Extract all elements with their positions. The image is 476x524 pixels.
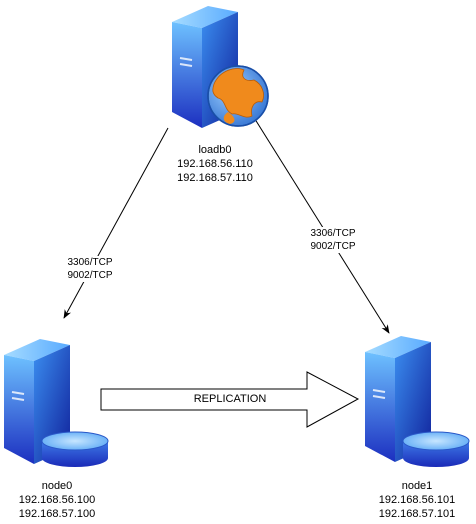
edge-loadb0-node1 bbox=[252, 115, 390, 334]
node0-label: node0 192.168.56.100 192.168.57.100 bbox=[2, 479, 112, 521]
node1-ip1: 192.168.56.101 bbox=[378, 494, 456, 506]
edge-label-loadb0-node0-line2: 9002/TCP bbox=[67, 270, 113, 281]
node0-ip2: 192.168.57.100 bbox=[18, 508, 96, 520]
loadb0-name: loadb0 bbox=[198, 144, 232, 156]
node1-label: node1 192.168.56.101 192.168.57.101 bbox=[362, 479, 472, 521]
node1-server-icon bbox=[365, 336, 431, 462]
node1-name: node1 bbox=[401, 480, 433, 492]
node1-ip2: 192.168.57.101 bbox=[378, 508, 456, 520]
node0-database-icon bbox=[41, 431, 109, 467]
edge-label-loadb0-node1: 3306/TCP 9002/TCP bbox=[307, 227, 359, 253]
loadb0-ip1: 192.168.56.110 bbox=[177, 158, 253, 170]
edge-loadb0-node0 bbox=[63, 127, 169, 319]
edge-label-loadb0-node1-line1: 3306/TCP bbox=[310, 228, 356, 239]
node1-database-icon bbox=[402, 431, 470, 467]
edge-label-loadb0-node0-line1: 3306/TCP bbox=[67, 257, 113, 268]
node0-ip1: 192.168.56.100 bbox=[18, 494, 96, 506]
node0-name: node0 bbox=[41, 480, 73, 492]
edge-label-loadb0-node1-line2: 9002/TCP bbox=[310, 241, 356, 252]
replication-label: REPLICATION bbox=[193, 393, 267, 405]
loadb0-label: loadb0 192.168.56.110 192.168.57.110 bbox=[160, 143, 270, 185]
replication-arrow bbox=[100, 371, 360, 428]
edge-label-loadb0-node0: 3306/TCP 9002/TCP bbox=[64, 256, 116, 282]
loadb0-ip2: 192.168.57.110 bbox=[177, 172, 253, 184]
globe-icon bbox=[207, 65, 269, 127]
